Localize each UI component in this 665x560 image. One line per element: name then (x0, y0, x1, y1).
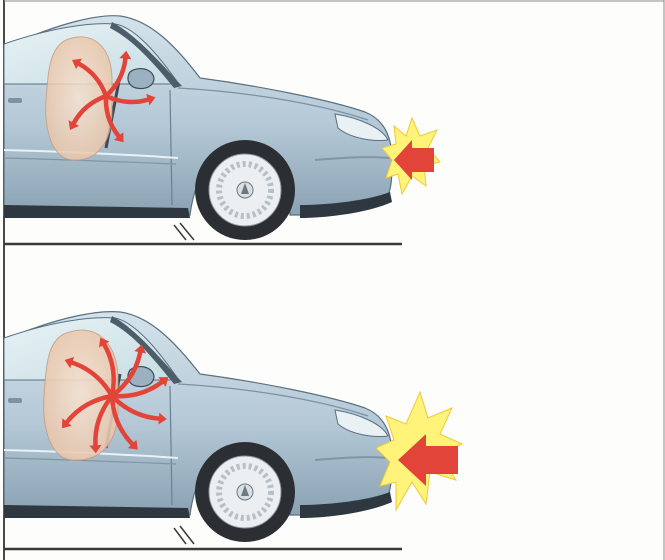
front-wheel (195, 140, 295, 240)
panel-bottom-high-impact (4, 312, 462, 549)
front-wheel (195, 442, 295, 542)
side-mirror (128, 69, 154, 89)
panel-top-low-impact (4, 16, 440, 244)
